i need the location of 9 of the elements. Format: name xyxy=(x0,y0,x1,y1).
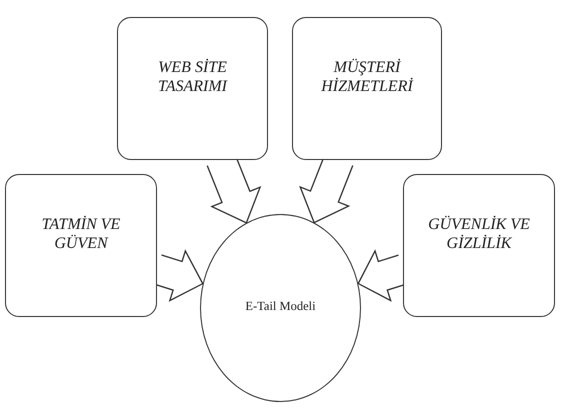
model-label: E-Tail Modeli xyxy=(245,298,316,314)
factor-box xyxy=(403,174,555,317)
factor-label: GÜVENLİK VE GİZLİLİK xyxy=(427,216,531,253)
factor-label: TATMİN VE GÜVEN xyxy=(40,216,122,253)
factor-label: WEB SİTE TASARIMI xyxy=(156,59,228,96)
factor-box xyxy=(292,17,442,160)
factor-box xyxy=(117,17,268,160)
factor-box xyxy=(5,174,157,317)
factor-label: MÜŞTERİ HİZMETLERİ xyxy=(320,59,414,96)
